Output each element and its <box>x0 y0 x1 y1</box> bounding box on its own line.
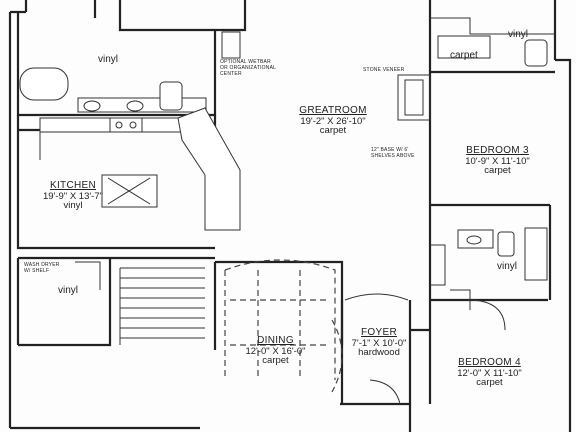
foyer-arch <box>344 293 409 301</box>
room-dimensions: 7'-1" X 10'-0" <box>351 337 407 349</box>
room-greatroom: GREATROOM 19'-2" X 26'-10" carpet <box>278 105 388 137</box>
floor-label-bath-top-left: vinyl <box>98 54 119 65</box>
room-name: KITCHEN <box>50 180 96 191</box>
room-dimensions: 12'-0" X 11'-10" <box>457 367 522 379</box>
laundry-door-swing <box>75 261 101 290</box>
bedroom4-wall <box>410 300 432 404</box>
room-flooring: hardwood <box>358 347 400 359</box>
burner-icon <box>115 121 123 129</box>
room-kitchen: KITCHEN 19'-9" X 13'-7" vinyl <box>28 180 118 212</box>
room-dimensions: 12'-0" X 16'-0" <box>245 345 306 357</box>
room-flooring: carpet <box>262 355 289 367</box>
fireplace-hearth <box>404 79 424 116</box>
room-foyer: FOYER 7'-1" X 10'-0" hardwood <box>343 327 415 359</box>
room-dining: DINING 12'-0" X 16'-0" carpet <box>233 335 318 367</box>
room-name: FOYER <box>361 327 397 338</box>
bath-wall-top-left <box>16 0 247 117</box>
room-bedroom4: BEDROOM 4 12'-0" X 11'-10" carpet <box>442 357 537 389</box>
room-flooring: carpet <box>484 165 511 177</box>
bathtub <box>19 67 69 101</box>
note-optional-center: OPTIONAL WETBAR OR ORGANIZATIONAL CENTER <box>220 59 276 77</box>
toilet-icon <box>497 231 515 257</box>
right-wing-wall <box>428 0 555 302</box>
room-bedroom3: BEDROOM 3 10'-9" X 11'-10" carpet <box>450 145 545 177</box>
closet-shelf <box>437 35 491 59</box>
exterior-wall-bottom <box>10 402 412 432</box>
range-icon <box>109 117 143 133</box>
dining-ceiling-detail <box>224 259 336 380</box>
top-right-wall <box>430 17 555 35</box>
kitchen-angled-counter <box>177 107 241 231</box>
foyer-arch-detail <box>331 319 343 393</box>
floor-label-laundry: vinyl <box>58 285 79 296</box>
room-dimensions: 19'-9" X 13'-7" <box>42 190 103 202</box>
fireplace <box>397 74 431 121</box>
island-marking <box>107 177 151 205</box>
floor-label-closet-top-right: carpet <box>450 50 478 61</box>
sink-icon <box>466 235 482 245</box>
front-door-swing <box>369 379 401 405</box>
toilet-icon <box>159 81 183 111</box>
room-name: GREATROOM <box>299 105 367 116</box>
room-flooring: carpet <box>319 125 347 137</box>
shower-icon <box>524 227 548 281</box>
floor-label-bath-right: vinyl <box>497 261 518 272</box>
room-flooring: carpet <box>476 377 503 389</box>
note-base-shelves: 12" BASE W/ 6' SHELVES ABOVE <box>371 147 415 159</box>
hall-closet <box>430 244 446 286</box>
room-flooring: vinyl <box>63 200 83 212</box>
room-name: BEDROOM 4 <box>458 357 521 368</box>
stairs-icon <box>119 267 205 345</box>
sink-icon <box>126 100 144 112</box>
room-name: BEDROOM 3 <box>466 145 529 156</box>
bedroom4-door-swing <box>467 299 506 331</box>
room-name: DINING <box>257 335 294 346</box>
room-dimensions: 10'-9" X 11'-10" <box>465 155 530 167</box>
note-wash-dryer: WASH DRYER W/ SHELF <box>24 262 60 274</box>
wetbar-cabinet <box>221 31 241 59</box>
floor-label-bath-top-right: vinyl <box>508 29 529 40</box>
toilet-icon <box>524 39 548 67</box>
note-stone-veneer: STONE VENEER <box>363 67 405 73</box>
burner-icon <box>129 121 137 129</box>
sink-icon <box>83 100 101 112</box>
bath-door-swing <box>450 289 471 310</box>
room-dimensions: 19'-2" X 26'-10" <box>300 115 366 127</box>
laundry-wall <box>16 256 215 347</box>
